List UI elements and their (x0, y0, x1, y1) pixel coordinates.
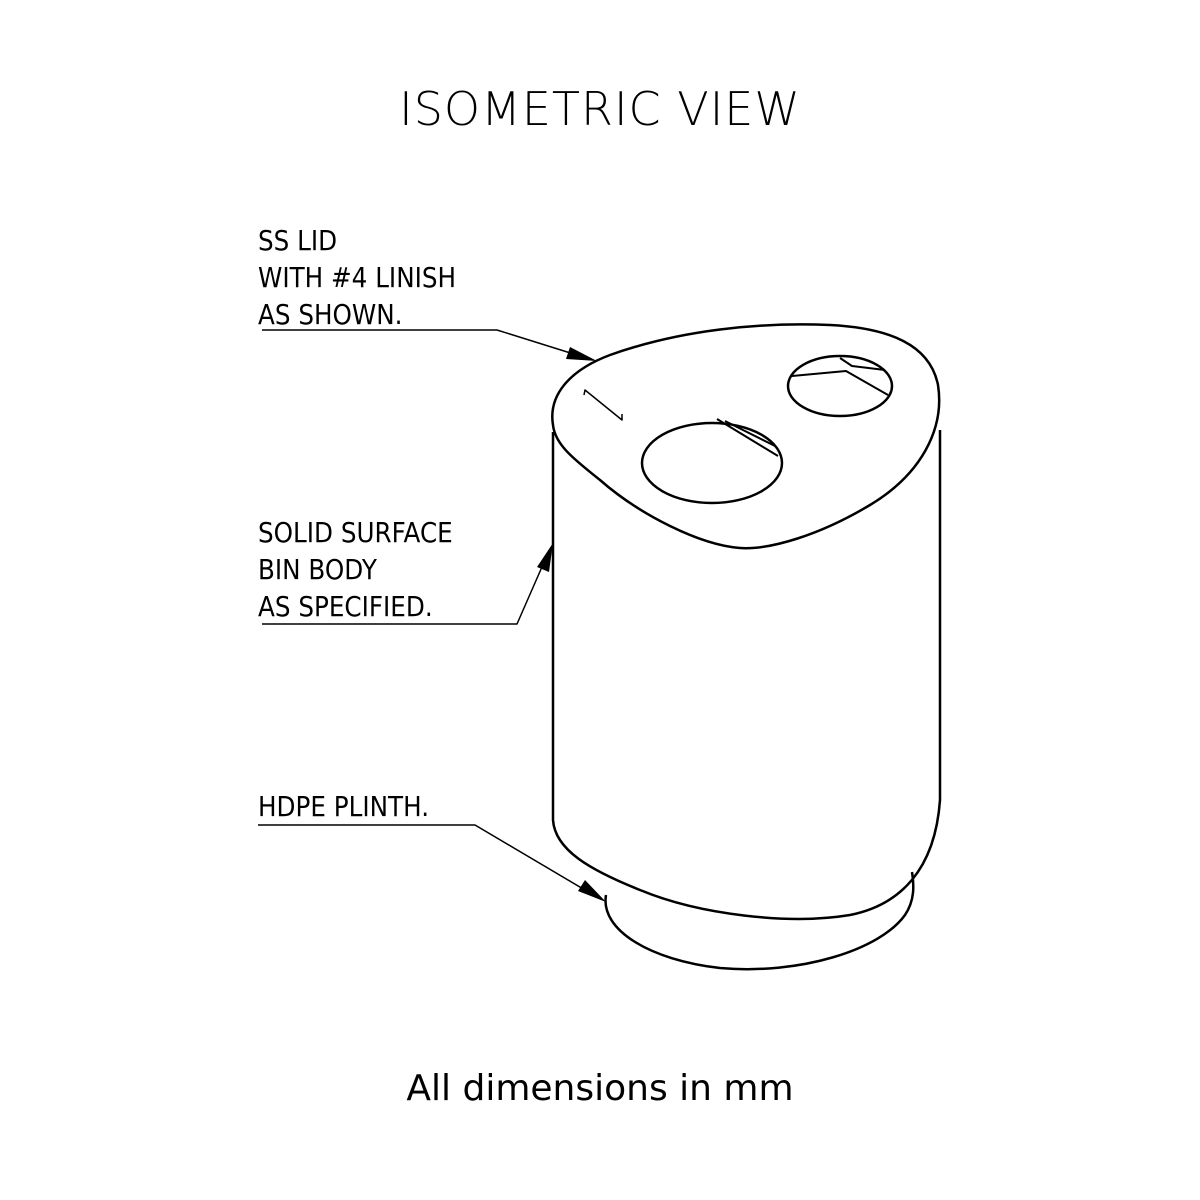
lid (551, 323, 941, 550)
plinth (604, 871, 915, 971)
callout-line: SS LID (258, 224, 338, 257)
lid-marking (583, 389, 623, 421)
bin-body (551, 430, 942, 921)
arrowhead-body (537, 543, 553, 572)
callout-line: WITH #4 LINISH (258, 261, 457, 294)
large-opening-flap (716, 418, 779, 457)
callout-lid: SS LID WITH #4 LINISH AS SHOWN. (258, 222, 456, 333)
drawing-title: ISOMETRIC VIEW (399, 82, 801, 136)
leader-plinth (258, 824, 591, 894)
leader-lines (258, 329, 591, 894)
units-note: All dimensions in mm (406, 1068, 794, 1109)
callout-line: AS SPECIFIED. (258, 590, 433, 623)
large-opening (640, 421, 784, 505)
callout-line: HDPE PLINTH. (258, 790, 430, 823)
callout-line: AS SHOWN. (258, 298, 403, 331)
leader-body (262, 559, 546, 625)
small-opening (786, 354, 894, 418)
callout-line: SOLID SURFACE (258, 516, 453, 549)
callout-body: SOLID SURFACE BIN BODY AS SPECIFIED. (258, 514, 453, 625)
arrowhead-lid (566, 347, 597, 361)
small-opening-flap (791, 357, 889, 396)
leader-lid (262, 329, 581, 357)
callout-line: BIN BODY (258, 553, 377, 586)
callout-plinth: HDPE PLINTH. (258, 788, 429, 825)
arrowhead-plinth (578, 880, 606, 902)
